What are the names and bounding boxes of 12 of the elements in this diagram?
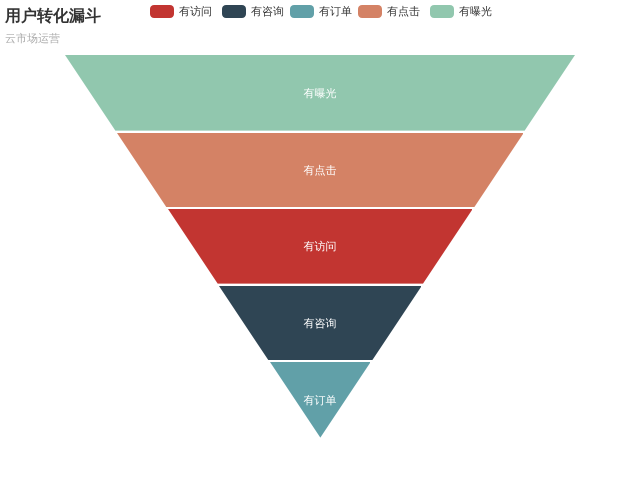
segment-label: 有曝光	[302, 86, 338, 101]
segment-label: 有咨询	[302, 316, 338, 332]
legend-label: 有曝光	[459, 4, 492, 19]
legend-label: 有访问	[179, 4, 212, 19]
segment-label: 有点击	[302, 162, 338, 178]
legend-label: 有订单	[319, 4, 352, 19]
chart-subtitle: 云市场运营	[5, 31, 60, 46]
chart-title: 用户转化漏斗	[5, 6, 101, 27]
segment-label: 有访问	[302, 239, 338, 254]
segment-label: 有订单	[302, 393, 338, 408]
legend-label: 有咨询	[251, 4, 284, 19]
legend-label: 有点击	[387, 4, 420, 19]
